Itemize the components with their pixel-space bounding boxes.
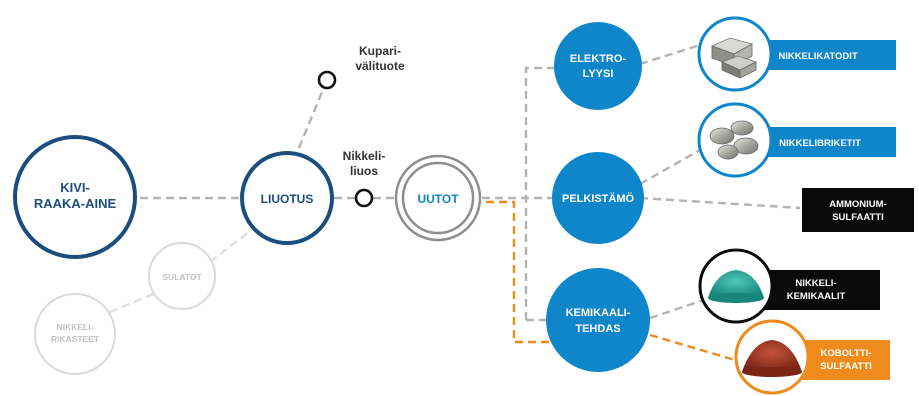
node-liuotus: LIUOTUS <box>240 151 334 245</box>
nikkelikatodit-label: NIKKELIKATODIT <box>778 51 858 62</box>
green-powder-icon <box>698 248 774 324</box>
kemikaali-line1: KEMIKAALI- <box>566 307 631 319</box>
node-sulatot: SULATOT <box>148 242 216 310</box>
connector-pelkistamo-ammonium <box>639 196 801 210</box>
node-uutot: UUTOT <box>394 154 482 242</box>
node-elektrolyysi: ELEKTRO- LYYSI <box>554 22 642 110</box>
elektro-line1: ELEKTRO- <box>570 53 627 65</box>
pelkistamo-label: PELKISTÄMÖ <box>562 192 635 205</box>
connector-sulatot-liuotus <box>209 227 255 263</box>
connectors <box>109 43 801 364</box>
kupari-line2: välituote <box>355 59 405 73</box>
elektro-line2: LYYSI <box>583 68 614 80</box>
connector-kemikaali-nikkelikem <box>649 298 705 320</box>
nikkelikem-line2: KEMIKAALIT <box>787 291 846 302</box>
ammonium-line2: SULFAATTI <box>832 212 884 223</box>
product-nikkelikemikaalit: NIKKELI- KEMIKAALIT <box>698 248 880 324</box>
node-kivi-raaka-aine: KIVI- RAAKA-AINE <box>13 135 137 259</box>
liuos-line2: liuos <box>350 164 378 178</box>
connector-pelkistamo-briketit <box>639 148 701 186</box>
liuotus-label: LIUOTUS <box>261 192 314 206</box>
kemikaali-line2: TEHDAS <box>575 323 620 335</box>
node-nikkelirikasteet: NIKKELI- RIKASTEET <box>34 293 116 375</box>
nikkelikem-line1: NIKKELI- <box>795 278 836 289</box>
intermediate-kuparivalituote: Kupari- välituote <box>317 44 405 90</box>
uutot-label: UUTOT <box>417 192 459 206</box>
nickel-briquettes-icon <box>697 102 773 178</box>
nickel-cathodes-icon <box>697 16 773 92</box>
red-powder-icon <box>734 319 810 395</box>
connector-trunk <box>524 66 556 320</box>
intermediate-nikkeliliuos: Nikkeli- liuos <box>343 149 386 208</box>
connector-rikasteet-sulatot <box>109 290 159 314</box>
node-pelkistamo: PELKISTÄMÖ <box>552 152 644 244</box>
product-kobolttisulfaatti: KOBOLTTI- SULFAATTI <box>734 319 890 395</box>
kivi-line2: RAAKA-AINE <box>34 196 117 211</box>
product-nikkelibriketit: NIKKELIBRIKETIT <box>697 102 896 178</box>
sulatot-label: SULATOT <box>162 272 202 282</box>
connector-kemikaali-koboltti <box>649 333 743 364</box>
connector-liuotus-kupari <box>292 91 324 161</box>
koboltti-line1: KOBOLTTI- <box>820 348 871 359</box>
connector-orange-trunk <box>486 200 556 344</box>
nikkelirikasteet-line1: NIKKELI- <box>57 322 94 332</box>
liuos-line1: Nikkeli- <box>343 149 386 163</box>
node-kemikaalitehdas: KEMIKAALI- TEHDAS <box>546 268 650 372</box>
ammonium-line1: AMMONIUM- <box>829 199 887 210</box>
koboltti-line2: SULFAATTI <box>820 361 872 372</box>
connector-elektro-katodit <box>639 43 701 66</box>
kivi-line1: KIVI- <box>60 180 90 195</box>
kupari-line1: Kupari- <box>359 44 401 58</box>
product-ammoniumsulfaatti: AMMONIUM- SULFAATTI <box>802 188 914 232</box>
product-nikkelikatodit: NIKKELIKATODIT <box>697 16 896 92</box>
nikkelibriketit-label: NIKKELIBRIKETIT <box>779 138 861 149</box>
nikkelirikasteet-line2: RIKASTEET <box>51 334 100 344</box>
